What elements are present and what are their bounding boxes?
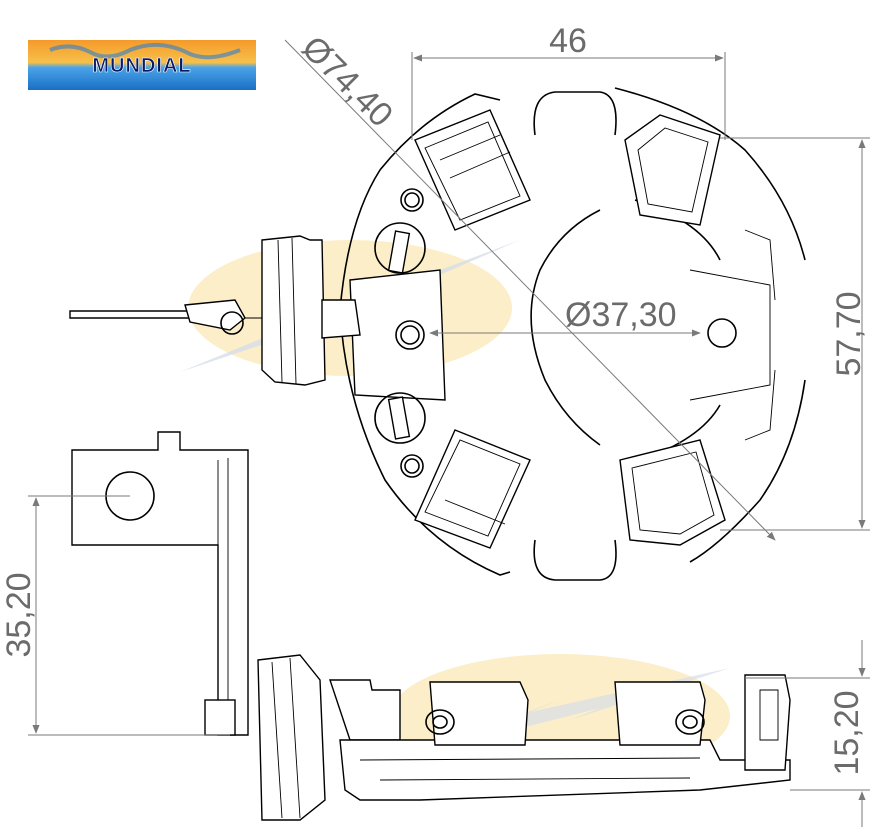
dim-inner-diameter: Ø37,30	[429, 296, 701, 337]
brush-box-top-right	[624, 114, 721, 226]
dim-label-15-20: 15,20	[828, 690, 866, 775]
bottom-brush-right	[614, 681, 706, 746]
terminal-block	[349, 188, 446, 478]
lead-cable	[69, 235, 361, 386]
dim-label-outer-diameter: Ø74,40	[294, 29, 400, 135]
side-view-terminal	[71, 431, 249, 736]
bottom-view	[257, 654, 791, 821]
brush-box-top-left	[414, 109, 531, 231]
dim-height-15-20: 15,20	[745, 640, 870, 827]
top-view	[69, 87, 806, 581]
mundial-logo: MUNDIAL	[28, 40, 256, 90]
bottom-brush-left	[425, 681, 529, 746]
brush-box-bottom-right	[619, 439, 726, 546]
dim-height-35-20: 35,20	[0, 495, 230, 736]
dim-label-57-70: 57,70	[830, 291, 868, 376]
dim-width-46: 46	[411, 22, 726, 140]
dim-label-46: 46	[549, 22, 587, 60]
dim-label-inner-diameter: Ø37,30	[565, 296, 677, 334]
dim-label-35-20: 35,20	[0, 572, 38, 657]
logo-text: MUNDIAL	[92, 55, 191, 77]
brush-box-bottom-left	[414, 429, 531, 549]
dim-height-57-70: 57,70	[720, 137, 870, 531]
mounting-hole-right	[707, 318, 737, 348]
